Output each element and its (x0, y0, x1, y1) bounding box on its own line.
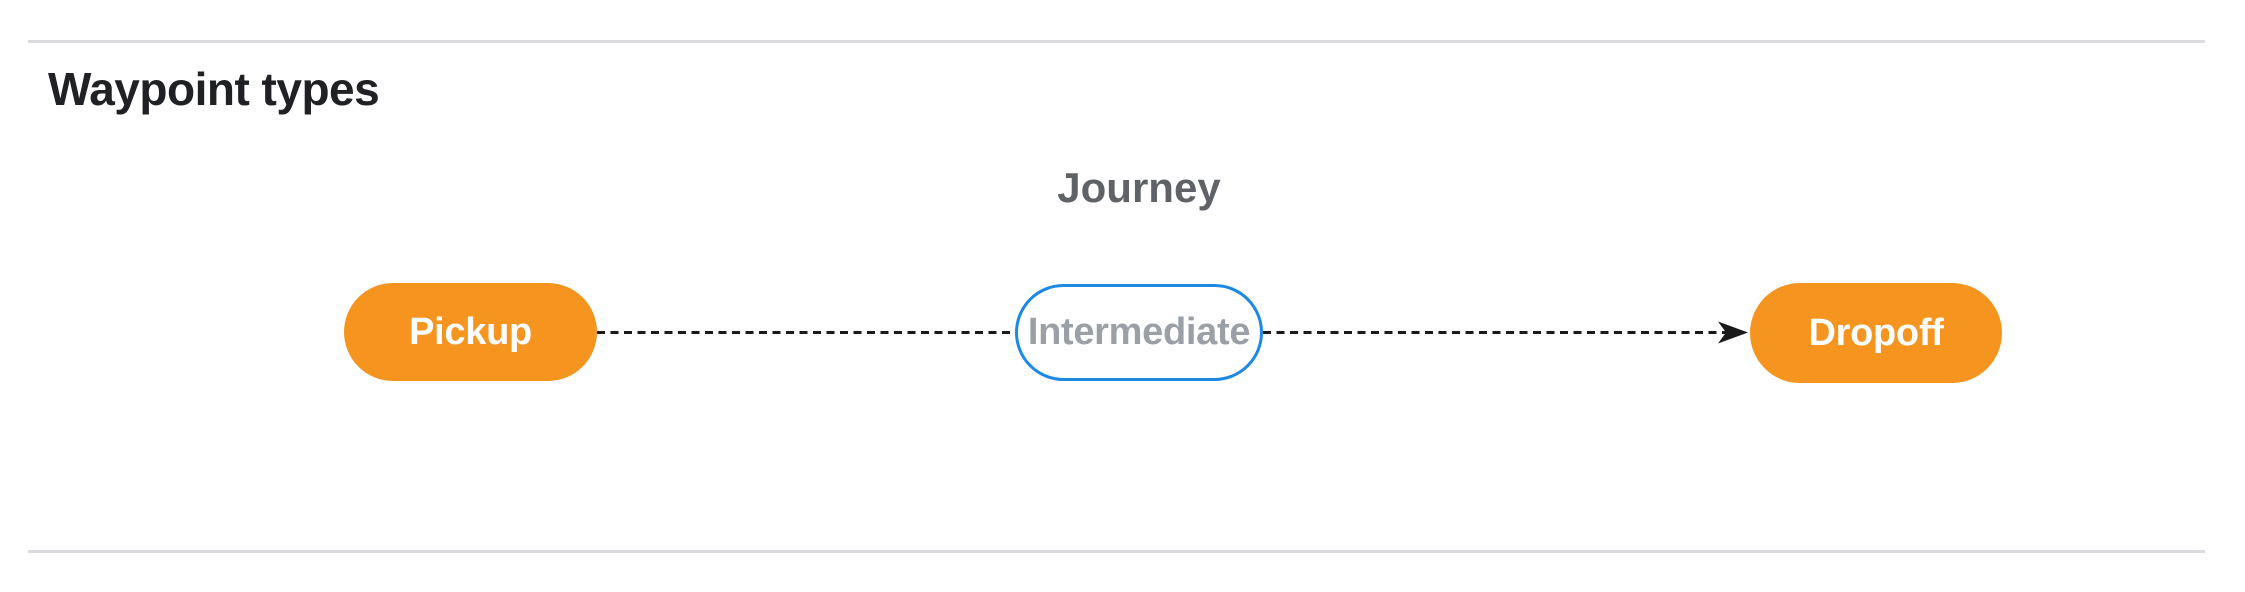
node-pickup-label: Pickup (409, 310, 532, 353)
arrowhead-icon (1718, 321, 1748, 344)
node-dropoff: Dropoff (1750, 283, 2002, 383)
node-intermediate-label: Intermediate (1027, 311, 1251, 353)
journey-caption: Journey (1057, 164, 1221, 211)
node-intermediate: Intermediate (1015, 284, 1263, 381)
top-divider (28, 40, 2205, 43)
section-title: Waypoint types (48, 63, 380, 115)
node-pickup: Pickup (344, 283, 597, 381)
bottom-divider (28, 550, 2205, 553)
node-dropoff-label: Dropoff (1808, 311, 1944, 354)
